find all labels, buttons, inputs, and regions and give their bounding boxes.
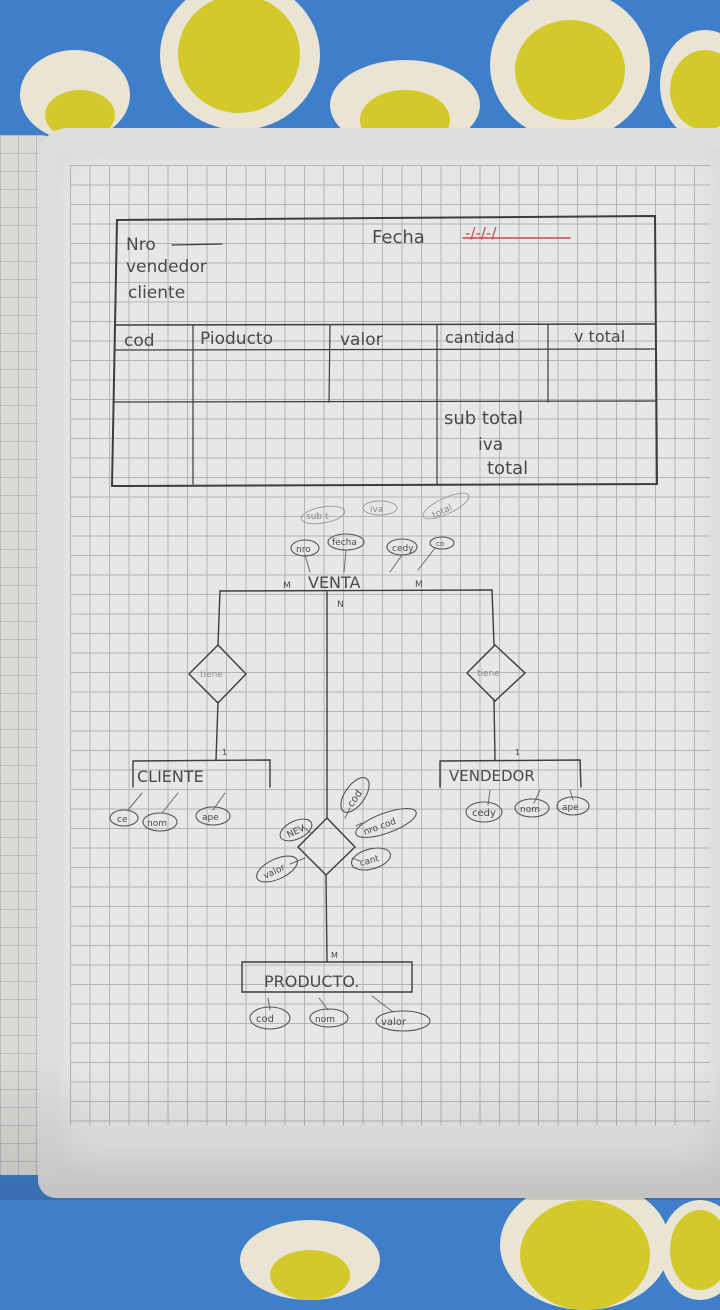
er-text: VENTA M M N nro fecha cedy co sub t iva … xyxy=(117,503,579,1028)
attr-cliente-ape: ape xyxy=(202,813,219,823)
vendedor-box xyxy=(439,759,582,788)
cliente-card: 1 xyxy=(222,748,227,757)
attr-oval xyxy=(375,1010,431,1032)
attr-oval xyxy=(249,1006,291,1030)
page-shadow xyxy=(0,1060,720,1200)
faint-attribute-ellipses xyxy=(300,492,470,525)
col-header-producto: Pioducto xyxy=(200,329,273,349)
producto-box xyxy=(241,961,413,993)
attr-oval xyxy=(309,1008,349,1028)
attr-vendedor-cedy: cedy xyxy=(472,808,496,819)
fabric-dot xyxy=(490,0,650,140)
attr-oval xyxy=(327,533,365,551)
col-header-cantidad: cantidad xyxy=(445,328,515,347)
attr-venta-total: total xyxy=(431,503,454,521)
attr-oval xyxy=(386,538,418,556)
attribute-ellipses xyxy=(109,533,590,1032)
attr-oval xyxy=(556,796,590,816)
col-header-cod: cod xyxy=(124,331,155,351)
attr-oval xyxy=(465,801,503,823)
venta-card-left: M xyxy=(283,581,291,591)
attr-oval xyxy=(355,808,417,838)
iva-label: iva xyxy=(478,435,503,455)
attr-venta-fecha: fecha xyxy=(332,538,357,548)
form-header-bottom-line xyxy=(114,348,657,351)
attr-oval xyxy=(350,847,392,871)
fecha-label: Fecha xyxy=(372,227,425,248)
invoice-form xyxy=(110,214,659,488)
col-divider xyxy=(328,324,331,403)
form-row-line xyxy=(113,400,657,403)
col-header-vtotal: v total xyxy=(574,327,625,346)
venta-to-tiene-left xyxy=(217,590,221,646)
attr-oval xyxy=(514,798,550,818)
cliente-box xyxy=(132,759,271,788)
rel-tiene-vendedor-label: tiene xyxy=(477,669,500,679)
attr-vendedor-ape: ape xyxy=(562,803,579,813)
venta-card-right: M xyxy=(415,580,423,590)
rel-detalle-left-label: NEV xyxy=(286,823,308,840)
hand-drawing: Nro Fecha -/-/-/ vendedor cliente cod Pi… xyxy=(109,214,659,1032)
attr-producto-cod: cod xyxy=(256,1014,274,1025)
attr-detalle-cant: cant xyxy=(359,854,381,869)
attr-venta-cedy: cedy xyxy=(392,544,414,554)
attr-producto-nom: nom xyxy=(315,1015,335,1025)
entity-venta: VENTA xyxy=(308,573,361,592)
invoice-text: Nro Fecha -/-/-/ vendedor cliente cod Pi… xyxy=(124,224,625,479)
attr-oval xyxy=(279,818,313,842)
venta-to-tiene-right xyxy=(491,589,495,646)
nro-label: Nro xyxy=(126,235,156,255)
col-header-valor: valor xyxy=(340,330,383,350)
attr-detalle-cod: cod xyxy=(346,788,365,809)
attr-oval xyxy=(256,855,298,883)
vendedor-card: 1 xyxy=(515,748,520,757)
form-border xyxy=(110,214,659,488)
tiene-left-to-cliente xyxy=(215,701,219,761)
nro-underline xyxy=(171,243,223,246)
cliente-label: cliente xyxy=(128,283,185,303)
subtotal-label: sub total xyxy=(444,408,523,429)
entity-vendedor: VENDEDOR xyxy=(449,767,535,785)
attr-venta-subtotal: sub t xyxy=(306,512,329,522)
venta-card-bottom: N xyxy=(337,600,344,610)
producto-card: M xyxy=(331,951,338,960)
attr-vendedor-nom: nom xyxy=(520,805,540,815)
attr-venta-nro: nro xyxy=(296,545,311,555)
attr-cliente-ce: ce xyxy=(117,815,128,825)
attr-oval xyxy=(290,539,320,557)
entity-producto: PRODUCTO. xyxy=(264,972,359,991)
rel-tiene-cliente-label: tiene xyxy=(200,670,223,680)
attr-venta-iva: iva xyxy=(370,505,383,515)
fabric-dot xyxy=(160,0,320,130)
er-connectors xyxy=(132,589,582,993)
total-label: total xyxy=(487,458,528,479)
attr-producto-valor: valor xyxy=(381,1017,407,1028)
attr-oval xyxy=(429,536,455,550)
attr-detalle-valor: valor xyxy=(262,863,287,882)
venta-underline xyxy=(219,589,493,592)
fecha-value: -/-/-/ xyxy=(465,224,497,242)
attr-oval xyxy=(109,809,139,827)
detalle-to-producto xyxy=(325,874,328,963)
form-header-top-line xyxy=(114,323,657,326)
rel-tiene-vendedor xyxy=(466,644,527,702)
attr-oval xyxy=(340,777,370,813)
attr-oval xyxy=(195,806,231,826)
attr-oval xyxy=(142,812,178,832)
tiene-right-to-vendedor xyxy=(493,699,496,761)
attr-venta-co: co xyxy=(436,540,444,548)
attr-cliente-nom: nom xyxy=(147,819,167,829)
rel-tiene-cliente xyxy=(188,644,247,704)
vendedor-label: vendedor xyxy=(126,257,207,277)
entity-cliente: CLIENTE xyxy=(137,767,204,786)
rel-detalle xyxy=(297,817,356,876)
